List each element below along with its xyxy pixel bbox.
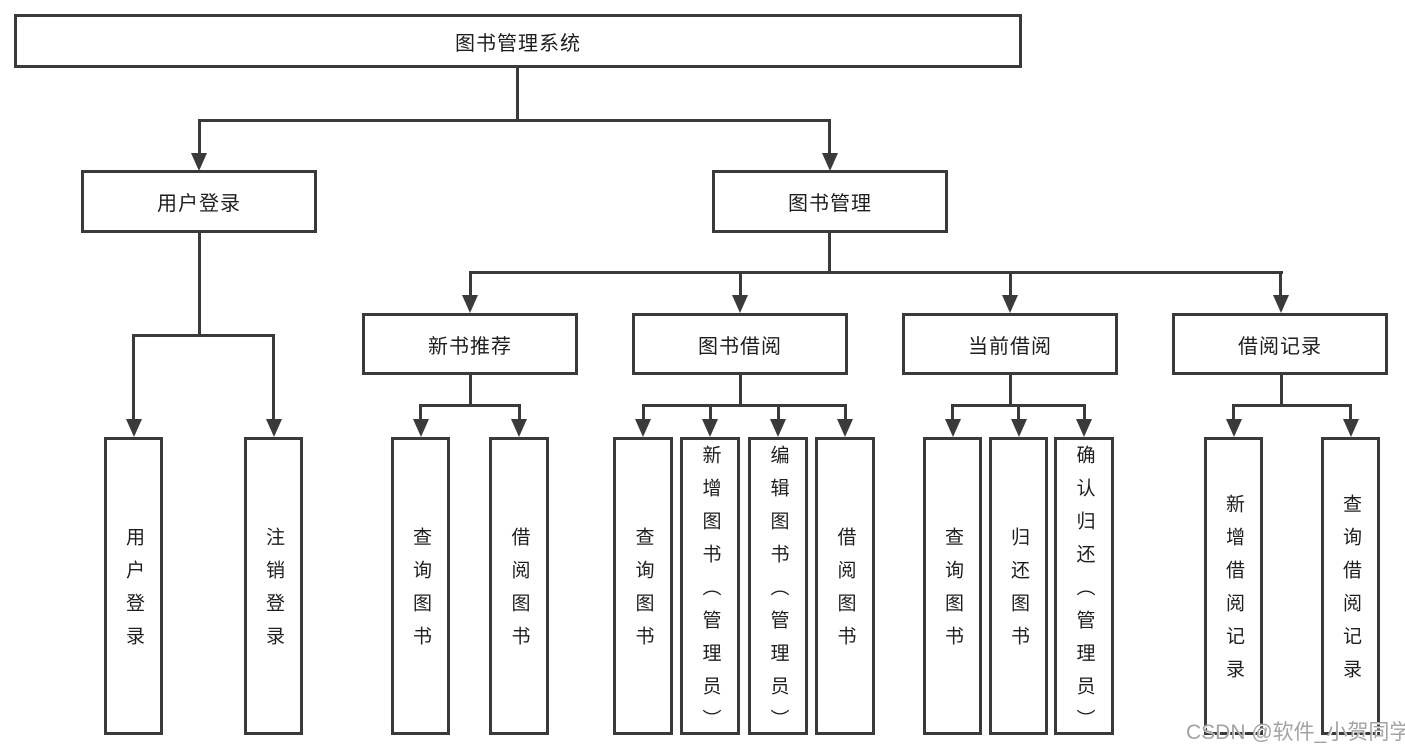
connector-drop-leaf-user-login — [132, 334, 135, 419]
connector-root-bar — [198, 119, 831, 122]
node-new-book-recommendation-label: 新书推荐 — [428, 335, 512, 358]
leaf-nb-borrow-books: 借阅图书 — [489, 437, 549, 735]
arrow-down-icon — [1273, 295, 1289, 313]
arrow-down-icon — [1002, 295, 1018, 313]
node-user-login: 用户登录 — [81, 170, 317, 233]
leaf-br-add-record: 新增借阅记录 — [1204, 437, 1263, 735]
connector-drop-bb-add — [709, 404, 712, 420]
node-root: 图书管理系统 — [14, 14, 1022, 68]
node-borrowing-records-label: 借阅记录 — [1238, 335, 1322, 358]
csdn-watermark: CSDN @软件_小贺同学 — [1186, 721, 1405, 744]
connector-drop-br-query — [1349, 404, 1352, 420]
node-current-borrowing-label: 当前借阅 — [968, 335, 1052, 358]
leaf-logout-login-label: 注销登录 — [263, 527, 284, 659]
node-book-borrowing: 图书借阅 — [632, 313, 848, 375]
leaf-br-add-record-label: 新增借阅记录 — [1223, 494, 1244, 692]
leaf-user-login: 用户登录 — [104, 437, 163, 735]
connector-current-borrowing-trunk — [1009, 374, 1012, 406]
connector-drop-bb-borrow — [844, 404, 847, 420]
connector-book-management-bar — [469, 271, 1283, 274]
connector-root-drop-book-management — [828, 119, 831, 153]
arrow-down-icon — [822, 153, 838, 171]
leaf-cb-confirm-return-admin: 确认归还（管理员） — [1054, 437, 1114, 742]
leaf-cb-return-books-label: 归还图书 — [1008, 527, 1029, 659]
connector-drop-br-add — [1232, 404, 1235, 420]
arrow-down-icon — [462, 295, 478, 313]
leaf-bb-edit-book-admin: 编辑图书（管理员） — [748, 437, 808, 742]
leaf-nb-query-books-label: 查询图书 — [410, 527, 431, 659]
connector-borrowing-records-trunk — [1280, 374, 1283, 406]
connector-drop-nb-query — [419, 404, 422, 420]
connector-drop-cb-query — [951, 404, 954, 420]
leaf-br-query-record: 查询借阅记录 — [1321, 437, 1380, 735]
leaf-nb-query-books: 查询图书 — [391, 437, 450, 735]
connector-drop-leaf-logout — [272, 334, 275, 419]
arrow-down-icon — [1343, 419, 1359, 437]
leaf-bb-borrow-books: 借阅图书 — [815, 437, 875, 735]
connector-drop-current-borrowing — [1009, 271, 1012, 296]
connector-drop-cb-confirm — [1083, 404, 1086, 420]
connector-book-management-trunk — [828, 232, 831, 273]
leaf-user-login-label: 用户登录 — [123, 527, 144, 659]
node-current-borrowing: 当前借阅 — [902, 313, 1118, 375]
leaf-bb-edit-book-admin-label: 编辑图书（管理员） — [767, 444, 789, 742]
arrow-down-icon — [635, 419, 651, 437]
arrow-down-icon — [191, 153, 207, 171]
connector-book-borrowing-bar — [642, 404, 846, 407]
node-root-label: 图书管理系统 — [455, 32, 581, 55]
arrow-down-icon — [413, 419, 429, 437]
node-book-management-label: 图书管理 — [788, 193, 872, 215]
arrow-down-icon — [770, 419, 786, 437]
node-new-book-recommendation: 新书推荐 — [362, 313, 578, 375]
connector-drop-cb-return — [1017, 404, 1020, 420]
arrow-down-icon — [1011, 419, 1027, 437]
connector-user-login-bar — [132, 334, 275, 337]
connector-user-login-trunk — [198, 232, 201, 336]
arrow-down-icon — [837, 419, 853, 437]
leaf-bb-add-book-admin-label: 新增图书（管理员） — [699, 444, 721, 742]
connector-drop-borrowing-records — [1279, 271, 1282, 296]
arrow-down-icon — [126, 419, 142, 437]
connector-drop-bb-edit — [777, 404, 780, 420]
leaf-bb-add-book-admin: 新增图书（管理员） — [680, 437, 740, 742]
connector-drop-book-borrowing — [739, 271, 742, 296]
arrow-down-icon — [732, 295, 748, 313]
connector-drop-nb-borrow — [518, 404, 521, 420]
leaf-logout-login: 注销登录 — [244, 437, 303, 735]
leaf-br-query-record-label: 查询借阅记录 — [1340, 494, 1361, 692]
arrow-down-icon — [1076, 419, 1092, 437]
leaf-cb-return-books: 归还图书 — [989, 437, 1048, 735]
arrow-down-icon — [266, 419, 282, 437]
node-borrowing-records: 借阅记录 — [1172, 313, 1388, 375]
leaf-bb-query-books-label: 查询图书 — [632, 527, 654, 659]
node-user-login-label: 用户登录 — [157, 193, 241, 215]
leaf-cb-confirm-return-admin-label: 确认归还（管理员） — [1073, 444, 1095, 742]
arrow-down-icon — [945, 419, 961, 437]
leaf-cb-query-books-label: 查询图书 — [942, 527, 963, 659]
arrow-down-icon — [702, 419, 718, 437]
leaf-bb-query-books: 查询图书 — [613, 437, 673, 735]
leaf-cb-query-books: 查询图书 — [923, 437, 982, 735]
connector-new-book-trunk — [469, 374, 472, 406]
arrow-down-icon — [511, 419, 527, 437]
arrow-down-icon — [1226, 419, 1242, 437]
connector-root-drop-user-login — [198, 119, 201, 153]
node-book-borrowing-label: 图书借阅 — [698, 335, 782, 358]
connector-drop-new-book — [469, 271, 472, 296]
leaf-nb-borrow-books-label: 借阅图书 — [508, 527, 530, 659]
connector-root-trunk — [516, 68, 519, 121]
connector-new-book-bar — [419, 404, 521, 407]
leaf-bb-borrow-books-label: 借阅图书 — [834, 527, 856, 659]
connector-borrowing-records-bar — [1232, 404, 1352, 407]
node-book-management: 图书管理 — [712, 170, 948, 233]
connector-book-borrowing-trunk — [739, 374, 742, 406]
connector-drop-bb-query — [642, 404, 645, 420]
